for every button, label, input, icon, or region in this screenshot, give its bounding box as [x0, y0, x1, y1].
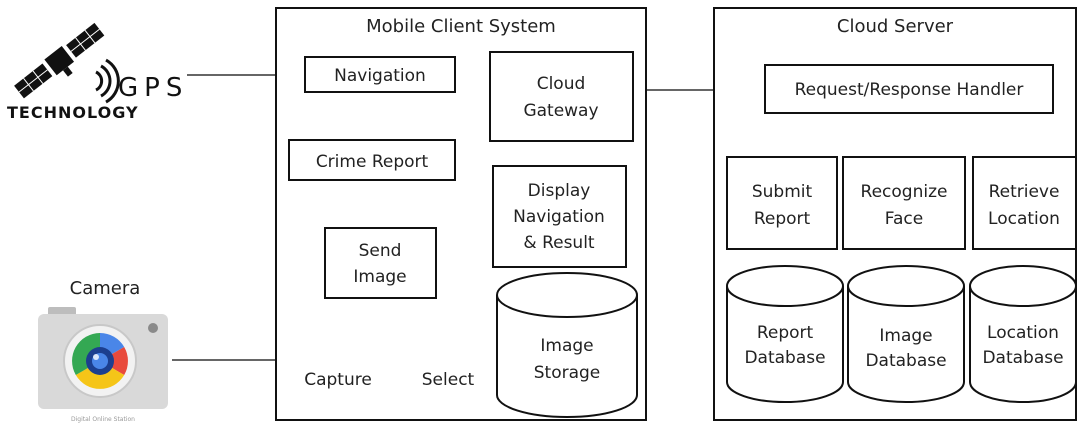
- navigation-box: [304, 56, 456, 93]
- recognize-face-label-2: Face: [885, 209, 923, 229]
- cloud-server-title: Cloud Server: [837, 16, 954, 37]
- select-label: Select: [422, 370, 475, 390]
- image-database-cylinder: [847, 265, 965, 403]
- gps-logo: GPS TECHNOLOGY: [7, 22, 188, 122]
- satellite-icon: [14, 22, 105, 99]
- retrieve-location-label-2: Location: [988, 209, 1060, 229]
- display-label-3: & Result: [523, 233, 595, 253]
- retrieve-location-label-1: Retrieve: [989, 182, 1060, 202]
- camera-icon: [38, 307, 168, 409]
- report-db-top: [726, 265, 844, 307]
- camera-caption: Digital Online Station: [71, 416, 135, 423]
- image-storage-label-2: Storage: [534, 363, 601, 383]
- gps-subtitle: TECHNOLOGY: [7, 103, 139, 122]
- recognize-face-box: [842, 156, 966, 250]
- cloud-gateway-box: [489, 51, 634, 142]
- retrieve-location-box: [972, 156, 1077, 250]
- location-db-label-1: Location: [987, 323, 1059, 343]
- report-db-label-2: Database: [744, 348, 825, 368]
- display-label-2: Navigation: [513, 207, 605, 227]
- recognize-face-label-1: Recognize: [861, 182, 948, 202]
- image-db-body: [847, 286, 965, 403]
- image-storage-cylinder: [496, 272, 638, 418]
- display-box: [492, 165, 627, 268]
- gps-title: GPS: [118, 73, 188, 103]
- location-database-cylinder: [969, 265, 1077, 403]
- navigation-label: Navigation: [334, 66, 426, 86]
- crime-report-box: [288, 139, 456, 181]
- submit-report-label-1: Submit: [752, 182, 813, 202]
- cloud-server: Cloud Server Request/Response Handler Su…: [713, 7, 1077, 421]
- send-image-box: [324, 227, 437, 299]
- camera: Camera Digital Online Station: [38, 278, 168, 423]
- send-image-label-2: Image: [353, 267, 406, 287]
- handler-label: Request/Response Handler: [795, 80, 1024, 100]
- report-db-body: [726, 286, 844, 403]
- camera-label: Camera: [70, 278, 141, 299]
- crime-report-label: Crime Report: [316, 152, 429, 172]
- location-db-label-2: Database: [982, 348, 1063, 368]
- mobile-client-system: Mobile Client System Navigation Cloud Ga…: [275, 7, 647, 421]
- image-storage-top: [496, 272, 638, 318]
- submit-report-label-2: Report: [754, 209, 811, 229]
- handler-box: [764, 64, 1054, 114]
- display-label-1: Display: [528, 181, 591, 201]
- location-db-body: [969, 286, 1077, 403]
- signal-waves-icon: [95, 58, 120, 104]
- cloud-gateway-label-1: Cloud: [537, 74, 586, 94]
- submit-report-box: [726, 156, 838, 250]
- send-image-label-1: Send: [359, 241, 402, 261]
- report-db-label-1: Report: [757, 323, 814, 343]
- location-db-top: [969, 265, 1077, 307]
- image-db-label-2: Database: [865, 351, 946, 371]
- cloud-gateway-label-2: Gateway: [523, 101, 598, 121]
- report-database-cylinder: [726, 265, 844, 403]
- image-db-label-1: Image: [879, 326, 932, 346]
- capture-label: Capture: [304, 370, 372, 390]
- image-db-top: [847, 265, 965, 307]
- image-storage-label-1: Image: [540, 336, 593, 356]
- mobile-client-title: Mobile Client System: [366, 16, 556, 37]
- image-storage-body: [496, 295, 638, 418]
